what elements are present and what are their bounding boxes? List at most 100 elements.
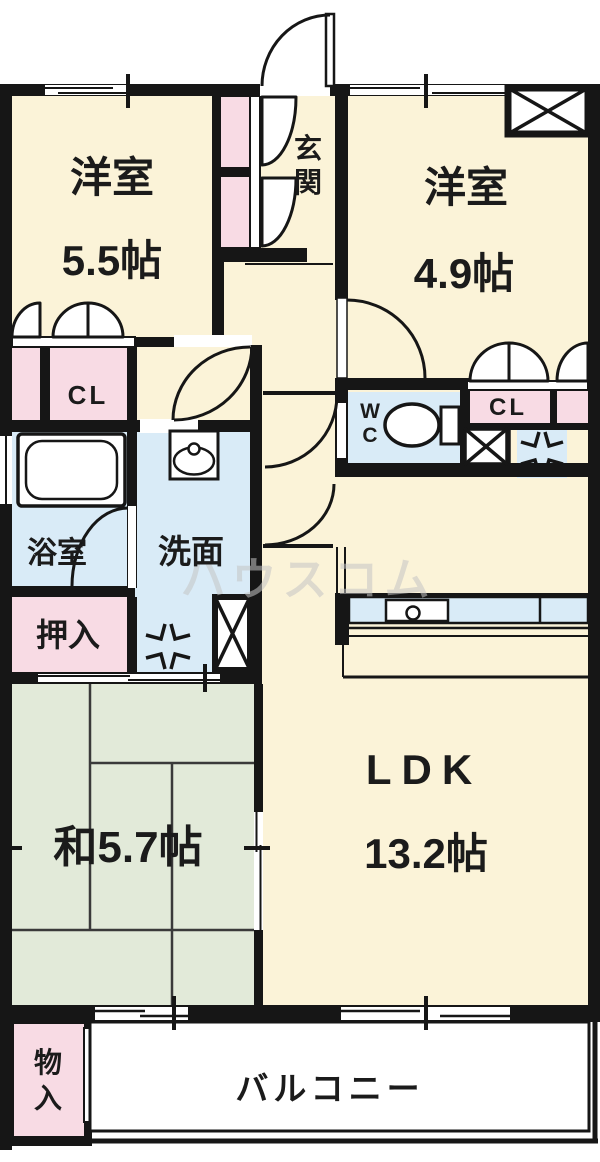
duct-arrow xyxy=(520,457,541,475)
label-west-room-a: 洋室 xyxy=(70,154,154,201)
closet-small-left xyxy=(12,345,40,420)
wall-cl-right-divider xyxy=(550,388,557,423)
wall-room55-door-stub xyxy=(135,337,174,347)
shoe-cabinet-door-icon xyxy=(260,95,298,167)
wall-under-cl-right xyxy=(460,423,600,430)
wall-outer-left xyxy=(0,84,12,1150)
shaft-symbols xyxy=(145,84,592,673)
duct-arrow xyxy=(169,651,191,670)
label-balcony: バルコニー xyxy=(235,1070,424,1107)
wall-kitchen-stub xyxy=(335,593,349,645)
washbasin-faucet-icon xyxy=(187,442,201,456)
shoe-cabinet-panel-1 xyxy=(219,95,251,169)
wall-room55-right xyxy=(212,258,224,338)
wall-under-wc xyxy=(335,463,600,477)
tatami-lines xyxy=(12,684,254,1005)
ldk-door-arc xyxy=(264,483,336,547)
hall-door-arc xyxy=(171,345,251,421)
entrance-door-opening xyxy=(260,84,330,96)
label-entrance-1: 玄 xyxy=(294,132,322,164)
toilet-tank-icon xyxy=(439,405,461,446)
room49-door-arc xyxy=(346,298,427,379)
pillar-x-line xyxy=(462,426,510,467)
duct-space-wash xyxy=(142,620,194,672)
sliding-door-tatami-hall xyxy=(38,674,220,682)
label-washroom: 洗面 xyxy=(158,533,224,570)
bath-door-opening xyxy=(128,506,136,588)
label-entrance-2: 関 xyxy=(294,167,322,198)
duct-arrow xyxy=(145,623,167,642)
labels: 洋室 5.5帖 洋室 4.9帖 玄 関 CL CL W C 浴室 洗面 押入 和… xyxy=(27,132,527,1114)
wall-bath-bottom xyxy=(0,586,135,597)
sliding-door-tatami-ldk xyxy=(254,812,263,930)
wall-under-room49 xyxy=(335,378,470,390)
label-bathroom: 浴室 xyxy=(27,536,87,570)
bathtub-inner-icon xyxy=(24,439,119,501)
duct-arrow xyxy=(543,457,564,475)
label-wc-1: W xyxy=(360,400,380,423)
pillar-x-line xyxy=(213,596,252,671)
closet-folding-door-icon xyxy=(86,301,125,339)
window-top-left xyxy=(45,85,126,95)
corridor-door-arc xyxy=(264,394,339,469)
closet-small-right xyxy=(557,390,588,423)
watermark-text: ハウスコム xyxy=(180,554,435,605)
duct-arrows-icon xyxy=(145,623,191,670)
wall-entrance-right xyxy=(335,84,348,262)
label-west-room-b-size: 4.9帖 xyxy=(414,250,514,297)
label-west-room-b: 洋室 xyxy=(424,164,508,211)
toilet-bowl-icon xyxy=(383,402,441,448)
duct-arrow xyxy=(520,431,541,449)
label-ldk: LDK xyxy=(366,746,482,793)
storage-panel xyxy=(14,1024,84,1136)
duct-arrow xyxy=(145,651,167,670)
label-closet-b: CL xyxy=(489,394,527,421)
fixtures xyxy=(16,402,590,679)
duct-arrow xyxy=(169,623,191,642)
label-ldk-size: 13.2帖 xyxy=(364,830,488,877)
balcony xyxy=(85,1020,598,1144)
window-top-right xyxy=(350,85,507,95)
entrance-door-arc xyxy=(260,13,331,87)
wc-door-opening xyxy=(337,403,346,458)
wall-oshiire-right xyxy=(127,597,137,672)
room-japanese xyxy=(12,684,254,1005)
room-oshiire xyxy=(12,597,127,672)
balcony-outline xyxy=(88,1020,591,1133)
cabinet-panels xyxy=(14,95,261,1136)
shoe-cabinet-door-icon xyxy=(260,176,298,248)
wall-corridor-left xyxy=(250,345,262,672)
wall-outer-right xyxy=(588,84,600,1022)
wall-closet-divider-2 xyxy=(127,345,137,420)
label-wc-2: C xyxy=(362,424,377,447)
entrance-door-leaf xyxy=(324,12,336,88)
label-japanese-room: 和5.7帖 xyxy=(53,823,202,872)
label-west-room-a-size: 5.5帖 xyxy=(62,237,162,284)
bath-door-arc xyxy=(70,506,129,587)
closet-cl-right xyxy=(470,390,550,423)
label-closet-a: CL xyxy=(68,380,109,410)
closet-folding-door-icon xyxy=(507,341,550,383)
wall-corridor-right-upper xyxy=(335,262,348,300)
room49-door-opening xyxy=(336,297,348,379)
ticks xyxy=(0,74,428,1030)
closet-folding-door-icon xyxy=(10,301,42,339)
duct-arrow xyxy=(543,431,564,449)
duct-arrows-icon xyxy=(520,431,564,475)
label-oshiire: 押入 xyxy=(36,617,100,653)
room55-door-arc xyxy=(173,344,254,422)
wall-tatami-right-upper xyxy=(254,684,263,812)
kitchen-faucet-icon xyxy=(405,605,421,621)
room55-door-opening xyxy=(174,335,252,347)
pillar-x-line xyxy=(507,86,589,136)
shoe-cabinet-panel-2 xyxy=(219,175,251,249)
label-storage-2: 入 xyxy=(34,1083,62,1114)
wall-closet-divider-1 xyxy=(40,345,50,420)
doors xyxy=(70,12,427,587)
closet-cl-left xyxy=(50,345,127,420)
wall-under-entrance xyxy=(212,248,307,262)
wall-tatami-right-lower xyxy=(254,930,263,1005)
shoe-cabinet-front xyxy=(249,95,261,249)
